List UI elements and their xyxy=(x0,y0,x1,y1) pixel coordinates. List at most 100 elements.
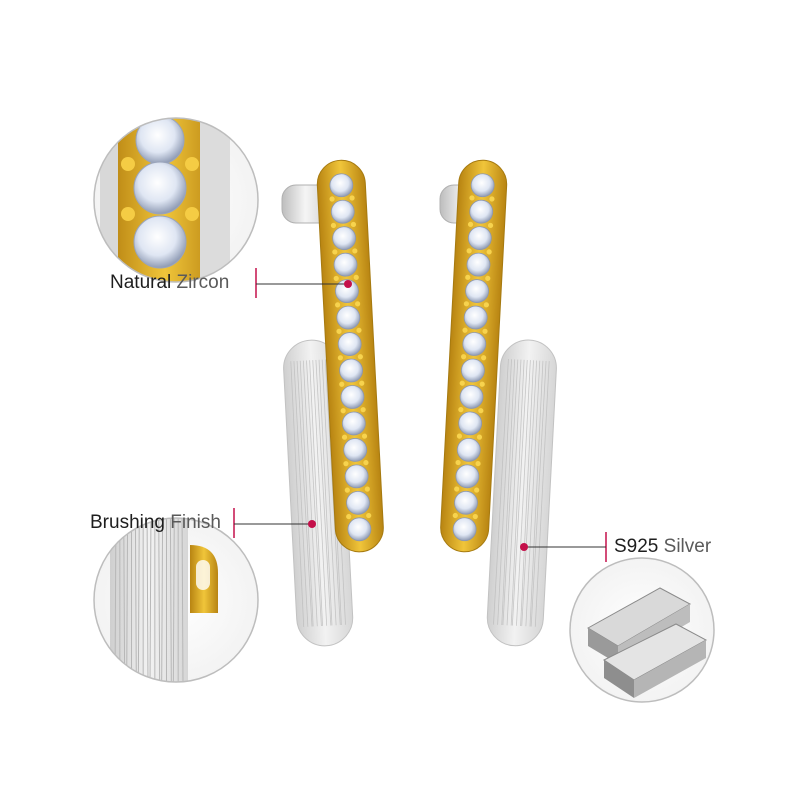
prong xyxy=(455,459,461,466)
silver-detail-circle xyxy=(569,557,715,703)
prong xyxy=(332,249,338,255)
brush-stroke xyxy=(516,360,531,626)
label-s925-silver: S925 Silver xyxy=(614,536,711,558)
prong xyxy=(466,248,472,254)
prong xyxy=(454,486,460,492)
label-zircon-bold: Natural xyxy=(110,272,172,293)
callout-brushing xyxy=(233,508,316,538)
left-earring xyxy=(281,159,384,647)
brush-stroke xyxy=(520,360,534,627)
prong xyxy=(335,302,341,308)
prong xyxy=(483,302,489,308)
brush-stroke xyxy=(302,360,318,627)
zircon-stone xyxy=(452,517,477,542)
label-silver-bold: S925 xyxy=(614,536,659,557)
brush-stroke xyxy=(534,361,550,627)
right-earring xyxy=(439,159,557,647)
prong xyxy=(353,274,359,280)
prong xyxy=(330,222,337,229)
zircon-stone xyxy=(467,226,492,251)
zircon-stone xyxy=(454,490,478,515)
zircon-stone xyxy=(347,517,372,542)
zircon-stone xyxy=(459,385,484,409)
zircon-stone xyxy=(469,199,494,224)
prong xyxy=(343,461,349,467)
prong xyxy=(475,461,481,467)
brush-stroke xyxy=(137,518,140,682)
brush-stroke xyxy=(114,518,117,682)
prong xyxy=(336,328,342,334)
brush-stroke xyxy=(529,360,544,627)
zircon-stone xyxy=(455,464,480,489)
prong xyxy=(366,512,372,519)
prong xyxy=(344,487,350,493)
prong xyxy=(476,434,483,440)
brush-stroke xyxy=(521,360,538,627)
prong xyxy=(352,248,358,254)
brush-stroke xyxy=(172,518,175,682)
zircon-stone xyxy=(463,305,488,330)
zircon-stone xyxy=(330,199,355,224)
zircon-detail-circle xyxy=(93,117,259,283)
brush-stroke xyxy=(299,360,314,627)
brush-stroke xyxy=(501,359,516,626)
prong xyxy=(459,380,465,386)
brush-stroke xyxy=(502,359,519,626)
prong xyxy=(329,196,335,202)
zircon-stone xyxy=(335,279,359,304)
prong xyxy=(467,221,474,227)
prong xyxy=(479,381,485,387)
prong xyxy=(363,460,369,466)
prong xyxy=(489,196,495,202)
brush-stroke xyxy=(293,361,309,627)
brush-stroke xyxy=(161,518,164,682)
prong xyxy=(354,301,361,307)
prong xyxy=(356,327,362,333)
zircon-stone xyxy=(461,358,485,383)
label-brushing-bold: Brushing xyxy=(90,512,165,533)
prong xyxy=(337,355,343,361)
prong xyxy=(472,513,478,520)
brush-stroke xyxy=(510,359,525,626)
prong xyxy=(465,274,471,280)
prong xyxy=(349,195,355,201)
prong xyxy=(341,434,348,440)
zircon-stone xyxy=(340,385,365,409)
brush-stroke xyxy=(506,359,522,626)
prong xyxy=(333,275,339,282)
zircon-stone xyxy=(339,358,363,383)
label-brushing-light: Finish xyxy=(170,512,221,533)
prong xyxy=(339,381,345,387)
prong xyxy=(340,408,346,414)
brush-stroke xyxy=(324,359,341,626)
prong xyxy=(364,486,370,492)
zircon-stone xyxy=(462,332,487,356)
prong xyxy=(456,433,463,439)
prong xyxy=(486,249,492,255)
prong xyxy=(482,328,488,334)
prong xyxy=(469,195,475,201)
brush-stroke xyxy=(146,518,149,682)
label-silver-light: Silver xyxy=(663,536,712,557)
zircon-stone xyxy=(337,332,362,356)
brushing-detail-circle xyxy=(93,517,259,683)
brush-stroke xyxy=(312,360,328,626)
prong xyxy=(462,327,468,333)
prong xyxy=(361,433,368,439)
prong xyxy=(360,407,366,413)
prong xyxy=(485,275,491,281)
label-brushing-finish: Brushing Finish xyxy=(90,512,221,534)
brush-stroke xyxy=(169,518,172,682)
prong xyxy=(474,487,480,493)
brush-stroke xyxy=(318,359,333,626)
zircon-stone xyxy=(344,464,369,489)
prong xyxy=(478,408,484,414)
brush-stroke xyxy=(134,518,137,682)
zircon-stone xyxy=(343,438,368,462)
prong xyxy=(346,513,352,520)
brush-stroke xyxy=(525,360,541,627)
callout-zircon xyxy=(255,268,352,298)
brush-stroke xyxy=(149,518,152,682)
